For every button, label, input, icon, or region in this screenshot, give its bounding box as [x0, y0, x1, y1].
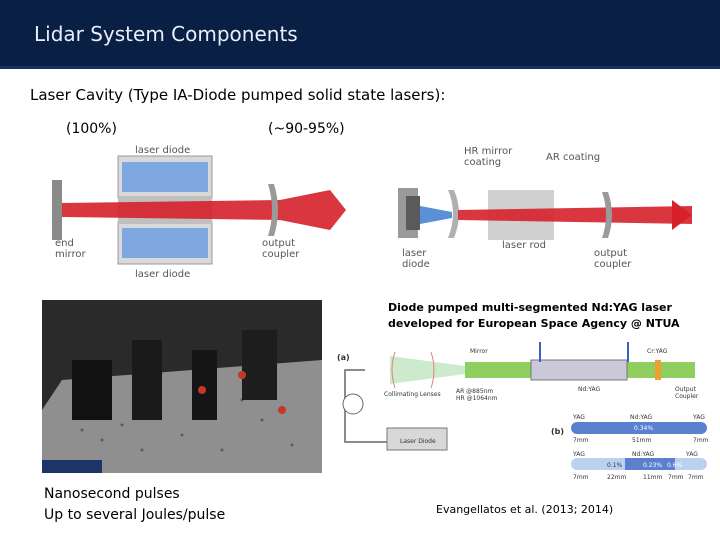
output-coupler-right-label: output coupler	[594, 248, 632, 270]
nd-yag-label: Nd:YAG	[578, 386, 601, 393]
seg1-len-right: 7mm	[693, 437, 709, 444]
laser-rod-diagram-right	[398, 188, 692, 240]
seg2-len5: 7mm	[688, 474, 704, 481]
ar-hr-label: AR @885nm HR @1064nm	[456, 388, 498, 402]
efficiency-right: (~90-95%)	[268, 121, 345, 137]
seg2-pct2: 0.23%	[643, 462, 663, 469]
seg1-pct: 0.34%	[634, 425, 654, 432]
laser-diode-bottom-label: laser diode	[135, 269, 191, 280]
pulses-line2: Up to several Joules/pulse	[44, 507, 226, 523]
seg2-len1: 7mm	[573, 474, 589, 481]
seg1-yag-right: YAG	[693, 414, 705, 421]
title-bar: Lidar System Components	[0, 0, 720, 69]
pulse-description: Nanosecond pulses Up to several Joules/p…	[44, 484, 225, 526]
seg2-yag-right: YAG	[686, 451, 698, 458]
hr-coating-label: HR mirror coating	[464, 146, 513, 168]
laser-diode-right-label: laser diode	[402, 248, 430, 270]
seg2-len3: 11mm	[643, 474, 663, 481]
pulses-line1: Nanosecond pulses	[44, 486, 180, 502]
output-coupler-left-label: output coupler	[262, 238, 300, 260]
seg2-ndyag: Nd:YAG	[632, 451, 655, 458]
efficiency-left: (100%)	[66, 121, 117, 137]
laser-diode-top-label: laser diode	[135, 145, 191, 156]
cr-yag-label: Cr:YAG	[647, 348, 668, 355]
seg2-len4: 7mm	[668, 474, 684, 481]
laser-cavity-diagram-left	[52, 155, 346, 265]
section-heading: Laser Cavity (Type IA-Diode pumped solid…	[30, 86, 446, 104]
seg2-len2: 22mm	[607, 474, 627, 481]
label-b: (b)	[551, 427, 565, 436]
mirror-label: Mirror	[470, 348, 488, 355]
end-mirror-label: end mirror	[55, 238, 86, 260]
nd-yag-schematic	[342, 342, 707, 470]
seg1-yag-left: YAG	[573, 414, 585, 421]
seg2-yag-left: YAG	[573, 451, 585, 458]
seg2-pct3: 0.6%	[667, 462, 683, 469]
nd-yag-caption: Diode pumped multi-segmented Nd:YAG lase…	[388, 301, 680, 330]
seg1-len-mid: 51mm	[632, 437, 652, 444]
laser-diode-small-label: Laser Diode	[400, 438, 436, 445]
ar-coating-label: AR coating	[546, 152, 601, 163]
slide-title: Lidar System Components	[34, 22, 298, 46]
output-coupler-small-label: Output Coupler	[675, 386, 699, 400]
laser-rod-label: laser rod	[502, 240, 546, 251]
citation: Evangellatos et al. (2013; 2014)	[436, 503, 614, 516]
seg1-ndyag: Nd:YAG	[630, 414, 653, 421]
lab-photo	[42, 300, 322, 473]
collimating-label: Collimating Lenses	[384, 391, 441, 398]
seg2-pct1: 0.1%	[607, 462, 623, 469]
label-a: (a)	[337, 353, 350, 362]
seg1-len-left: 7mm	[573, 437, 589, 444]
